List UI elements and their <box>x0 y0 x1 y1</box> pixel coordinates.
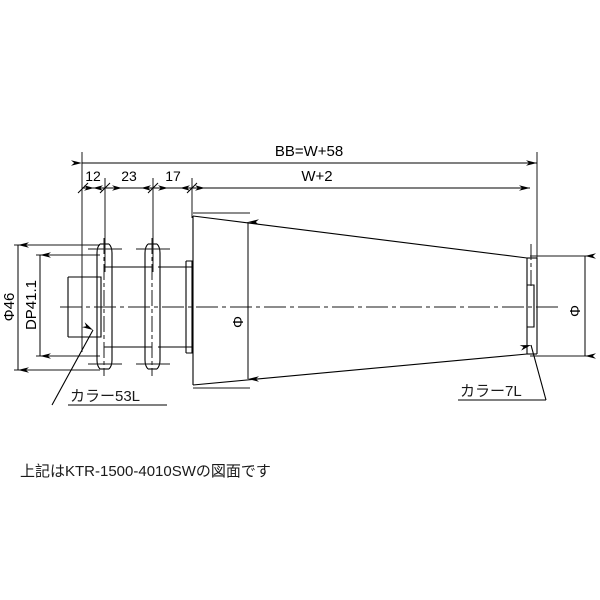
dimension-seg1-label: 12 <box>85 168 101 184</box>
drawing-note: 上記はKTR-1500-4010SWの図面です <box>20 463 271 480</box>
dimension-end-diameter-label: Φ <box>567 305 584 317</box>
dimension-body-label: W+2 <box>301 168 332 185</box>
dimension-cone-diameter-label: Φ <box>230 316 247 328</box>
cone-body <box>192 215 528 386</box>
callout-left: カラー53L <box>51 322 167 406</box>
dimension-seg3-label: 17 <box>165 168 181 184</box>
callout-left-label: カラー53L <box>70 388 140 405</box>
dimension-inner-dp-label: DP41.1 <box>23 280 40 330</box>
callout-right-label: カラー7L <box>460 383 522 400</box>
dimension-end-diameter: Φ <box>530 253 596 359</box>
dimension-outer-diameter-label: Φ46 <box>1 293 18 322</box>
right-end-cap <box>527 244 538 355</box>
dimension-overall-label: BB=W+58 <box>275 143 343 160</box>
shaft-assembly <box>67 238 193 376</box>
dimension-cone-diameter: Φ <box>193 212 259 389</box>
dimension-overall: BB=W+58 <box>71 143 538 352</box>
dimension-outer-diameter: Φ46 <box>1 242 100 373</box>
dimension-seg2-label: 23 <box>121 168 137 184</box>
dimension-inner-dp: DP41.1 <box>23 252 100 359</box>
dimension-row-segments: 12 23 17 W+2 <box>77 168 530 280</box>
callout-right: カラー7L <box>458 344 547 401</box>
